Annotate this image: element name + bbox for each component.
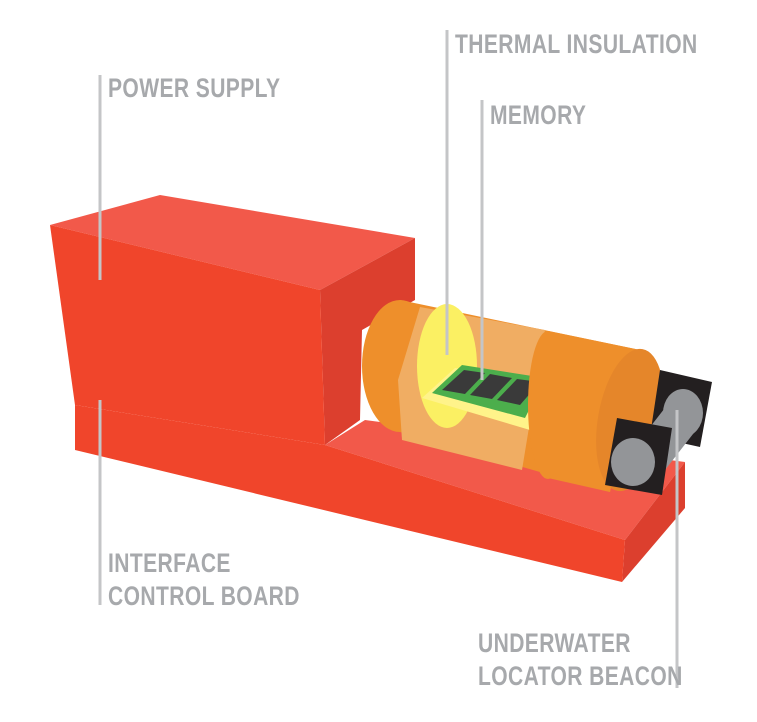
underwater-locator-beacon-label: UNDERWATER LOCATOR BEACON <box>478 627 683 693</box>
interface-control-board-label: INTERFACE CONTROL BOARD <box>108 547 300 613</box>
beacon-front-end <box>611 438 655 486</box>
power-supply-label: POWER SUPPLY <box>108 73 281 103</box>
box-front-face <box>50 225 325 445</box>
beacon-label-line1: UNDERWATER <box>478 628 631 658</box>
beacon-back-end <box>663 389 703 437</box>
interface-label-line2: CONTROL BOARD <box>108 581 300 611</box>
base-right-face <box>622 462 685 582</box>
box-top-face <box>50 195 415 290</box>
memory-label: MEMORY <box>490 100 587 130</box>
leader-lines <box>98 30 679 688</box>
base-front-face <box>75 405 625 582</box>
interface-label-line1: INTERFACE <box>108 548 231 578</box>
box-side-face <box>320 238 415 445</box>
base-top-face <box>325 420 685 540</box>
thermal-insulation-label: THERMAL INSULATION <box>455 29 698 59</box>
beacon-label-line2: LOCATOR BEACON <box>478 661 683 691</box>
